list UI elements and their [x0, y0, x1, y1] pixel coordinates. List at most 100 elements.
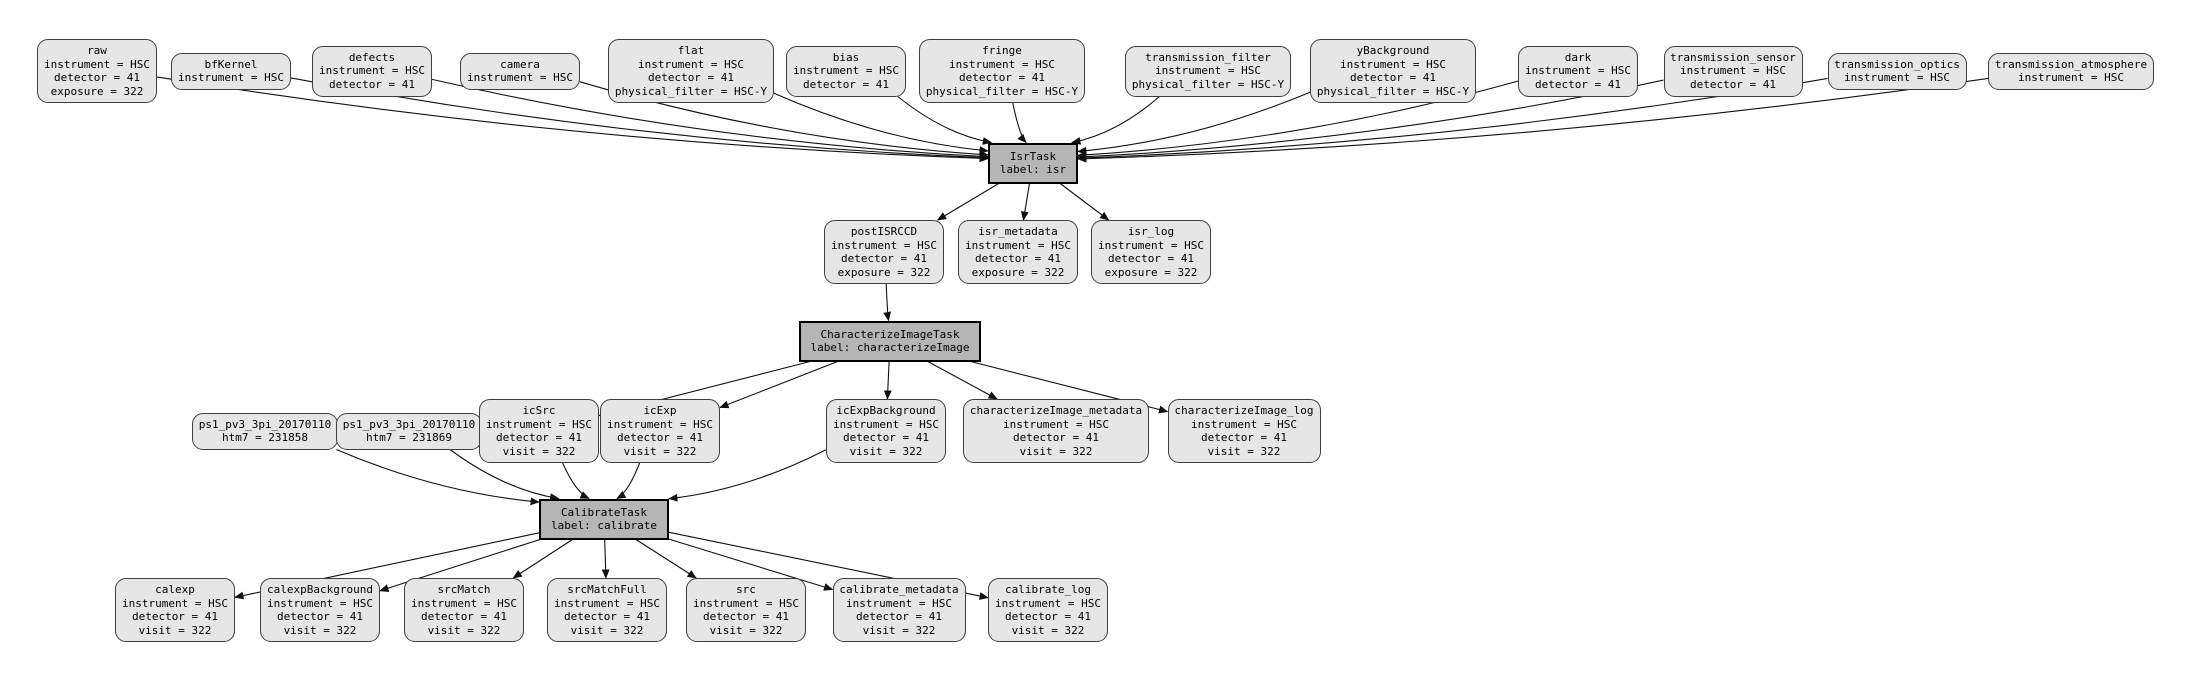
node-property: physical_filter = HSC-Y [1131, 77, 1285, 91]
node-property: visit = 322 [427, 623, 501, 637]
node-title: defects [348, 50, 396, 64]
node-title: characterizeImage_metadata [969, 404, 1143, 417]
node-property: instrument = HSC [178, 71, 284, 84]
node-property: detector = 41 [855, 610, 943, 623]
node-property: visit = 322 [283, 623, 357, 637]
edge-transmission_sensor-to-isr [1077, 79, 1664, 161]
edge-transmission_atmosphere-to-isr [1077, 77, 1989, 163]
node-property: physical_filter = HSC-Y [614, 84, 768, 98]
task-label: label: characterizeImage [810, 341, 970, 354]
edge-yBackground-to-isr [1077, 91, 1311, 155]
node-title: transmission_atmosphere [1994, 57, 2148, 71]
node-property: instrument = HSC [1680, 64, 1786, 78]
node-property: physical_filter = HSC-Y [925, 84, 1079, 98]
node-title: transmission_filter [1145, 50, 1271, 64]
node-property: detector = 41 [647, 71, 735, 84]
node-title: calexpBackground [267, 583, 373, 596]
node-property: instrument = HSC [1191, 417, 1297, 431]
node-title: icExpBackground [836, 404, 936, 417]
edge-transmission_filter-to-isr [1071, 96, 1160, 145]
node-property: visit = 322 [862, 623, 936, 637]
node-title: postISRCCD [850, 225, 918, 238]
node-title: CharacterizeImageTask [820, 327, 960, 341]
node-property: instrument = HSC [995, 596, 1101, 610]
node-title: characterizeImage_log [1174, 404, 1314, 417]
node-property: detector = 41 [974, 252, 1062, 265]
node-title: CalibrateTask [560, 505, 648, 519]
edge-icSrc-to-calibrate [562, 462, 590, 499]
node-title: icExp [643, 404, 677, 417]
node-title: srcMatchFull [567, 583, 647, 596]
node-property: visit = 322 [623, 444, 697, 458]
edge-fringe-to-isr [1012, 102, 1027, 144]
node-property: exposure = 322 [50, 84, 144, 98]
node-property: visit = 322 [849, 444, 923, 458]
node-property: visit = 322 [138, 623, 212, 637]
node-property: visit = 322 [1019, 444, 1093, 458]
node-property: instrument = HSC [1340, 57, 1446, 71]
edge-calibrate-to-srcMatch [512, 539, 573, 579]
node-title: yBackground [1356, 44, 1430, 57]
edge-defects-to-isr [431, 78, 989, 161]
node-property: detector = 41 [495, 431, 583, 444]
node-property: instrument = HSC [693, 596, 799, 610]
node-property: instrument = HSC [467, 71, 573, 84]
node-property: detector = 41 [1349, 71, 1437, 84]
node-property: exposure = 322 [971, 265, 1065, 279]
edge-calibrate-to-src [635, 539, 697, 579]
node-property: detector = 41 [1200, 431, 1288, 444]
edge-bias-to-isr [897, 96, 993, 145]
edge-characterizeImage-to-icExp [719, 360, 838, 409]
node-title: IsrTask [1009, 149, 1057, 163]
node-property: detector = 41 [840, 252, 928, 265]
node-property: instrument = HSC [638, 57, 744, 71]
node-property: instrument = HSC [833, 417, 939, 431]
edge-characterizeImage-to-icExpBackground [883, 361, 892, 400]
node-title: fringe [982, 44, 1022, 57]
node-property: detector = 41 [1004, 610, 1092, 623]
node-property: visit = 322 [570, 623, 644, 637]
node-property: exposure = 322 [837, 265, 931, 279]
node-title: ps1_pv3_3pi_20170110 [342, 417, 476, 431]
node-title: transmission_optics [1834, 57, 1960, 71]
node-property: instrument = HSC [1525, 64, 1631, 78]
node-property: instrument = HSC [1155, 64, 1261, 78]
node-property: detector = 41 [131, 610, 219, 623]
node-title: isr_log [1127, 225, 1175, 238]
edge-isr-to-isr_log [1059, 183, 1110, 221]
edge-icExpBackground-to-calibrate [668, 449, 827, 502]
node-title: camera [500, 57, 540, 71]
node-property: instrument = HSC [554, 596, 660, 610]
edge-isr-to-postISRCCD [936, 183, 999, 221]
node-title: dark [1564, 50, 1592, 64]
node-property: detector = 41 [563, 610, 651, 623]
node-property: visit = 322 [1011, 623, 1085, 637]
node-property: detector = 41 [53, 71, 141, 84]
node-property: detector = 41 [842, 431, 930, 444]
node-property: instrument = HSC [411, 596, 517, 610]
node-property: detector = 41 [1689, 77, 1777, 91]
edge-ps1_a-to-calibrate [336, 448, 540, 506]
node-property: instrument = HSC [949, 57, 1055, 71]
task-label: label: isr [999, 163, 1067, 176]
